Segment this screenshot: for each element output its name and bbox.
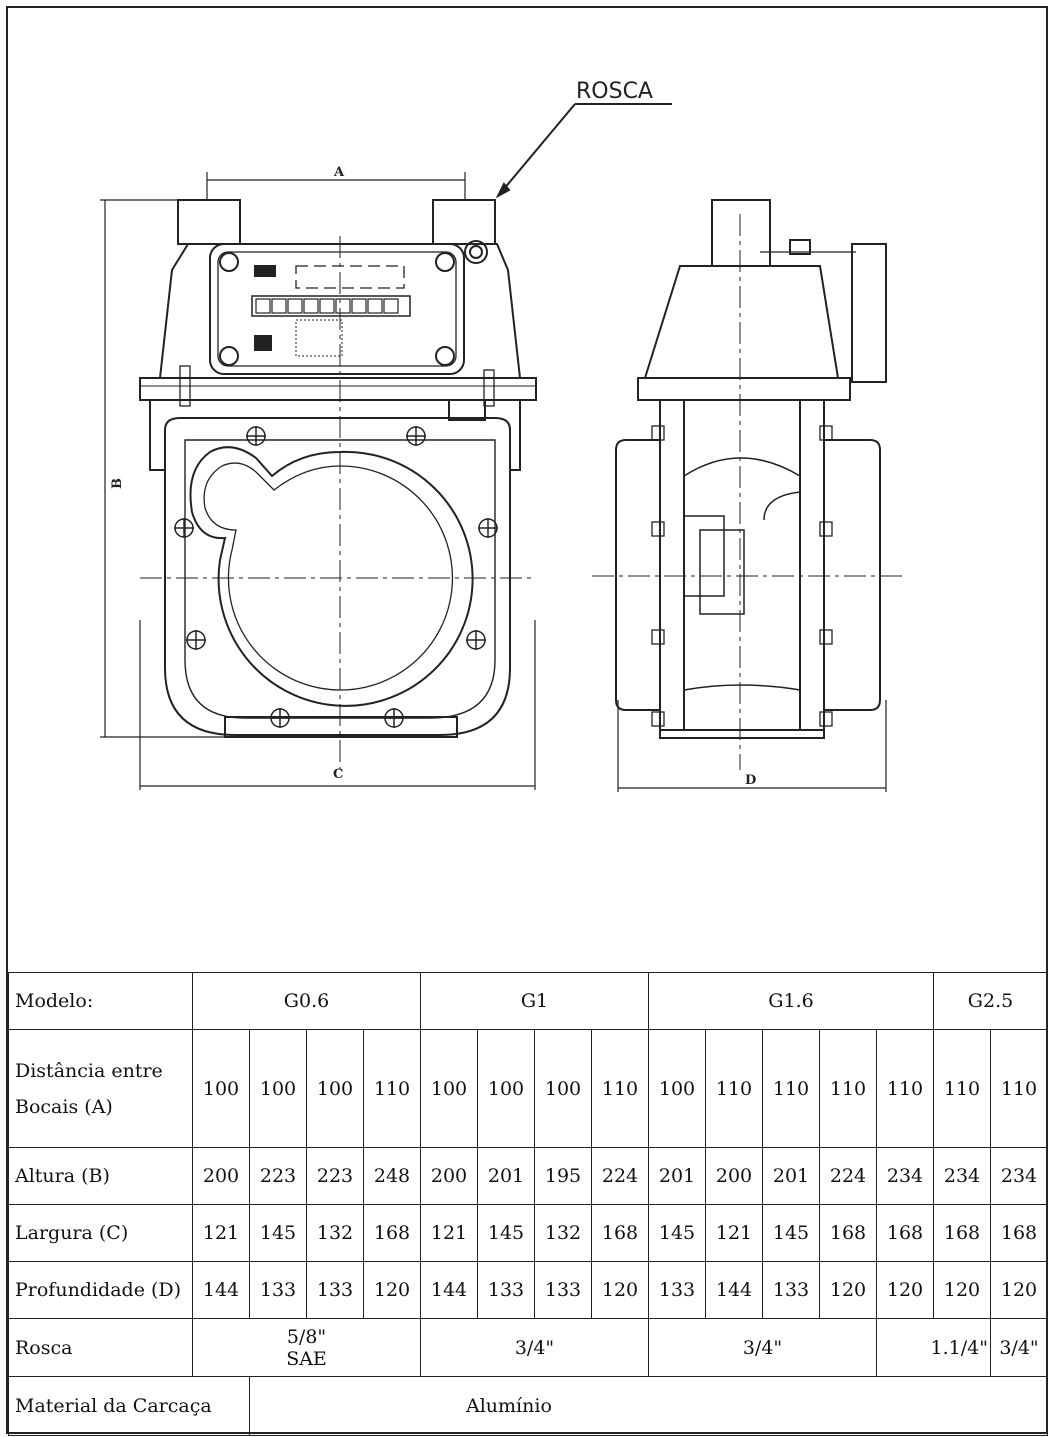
- gas-meter-drawing: ROSCA A B C D: [100, 79, 906, 792]
- dimension-b-label: B: [110, 478, 125, 489]
- table-cell: 100: [249, 1029, 307, 1148]
- row-label-profundidade: Profundidade (D): [8, 1261, 193, 1319]
- rosca-g16: 3/4": [648, 1318, 877, 1377]
- material-value: Alumínio: [249, 1376, 1048, 1436]
- table-cell: 234: [933, 1147, 991, 1205]
- table-cell: 132: [306, 1204, 364, 1262]
- table-cell: 100: [420, 1029, 478, 1148]
- dimension-c-label: C: [333, 767, 343, 782]
- row-label-rosca: Rosca: [8, 1318, 193, 1377]
- table-row: Distância entre Bocais (A) 100 100 100 1…: [8, 1029, 1048, 1148]
- table-cell: 120: [933, 1261, 991, 1319]
- rosca-g25a: 1.1/4": [876, 1318, 991, 1377]
- table-cell: 195: [534, 1147, 592, 1205]
- table-cell: 168: [591, 1204, 649, 1262]
- table-cell: 201: [762, 1147, 820, 1205]
- rosca-callout-label: ROSCA: [576, 79, 653, 104]
- table-row: Largura (C) 121 145 132 168 121 145 132 …: [8, 1204, 1048, 1262]
- row-label-largura: Largura (C): [8, 1204, 193, 1262]
- table-cell: 100: [306, 1029, 364, 1148]
- table-cell: 234: [990, 1147, 1048, 1205]
- table-cell: 133: [648, 1261, 706, 1319]
- table-cell: 120: [819, 1261, 877, 1319]
- model-g25: G2.5: [933, 972, 1048, 1030]
- table-cell: 132: [534, 1204, 592, 1262]
- table-row: Rosca 5/8" SAE 3/4" 3/4" 1.1/4" 3/4": [8, 1318, 1048, 1377]
- table-cell: 120: [876, 1261, 934, 1319]
- table-cell: 145: [477, 1204, 535, 1262]
- table-cell: 144: [705, 1261, 763, 1319]
- rosca-g06-line2: SAE: [286, 1347, 327, 1370]
- table-cell: 168: [876, 1204, 934, 1262]
- table-cell: 168: [933, 1204, 991, 1262]
- table-cell: 110: [363, 1029, 421, 1148]
- table-cell: 110: [990, 1029, 1048, 1148]
- table-cell: 224: [819, 1147, 877, 1205]
- row-label-distancia-line1: Distância entre: [15, 1059, 163, 1082]
- table-cell: 133: [249, 1261, 307, 1319]
- row-label-distancia-line2: Bocais (A): [15, 1095, 113, 1118]
- table-cell: 121: [705, 1204, 763, 1262]
- table-cell: 200: [705, 1147, 763, 1205]
- table-row: Material da Carcaça Alumínio: [8, 1376, 1048, 1436]
- table-cell: 100: [192, 1029, 250, 1148]
- table-cell: 223: [249, 1147, 307, 1205]
- table-cell: 110: [762, 1029, 820, 1148]
- table-cell: 145: [648, 1204, 706, 1262]
- table-cell: 120: [363, 1261, 421, 1319]
- table-cell: 110: [933, 1029, 991, 1148]
- table-cell: 133: [534, 1261, 592, 1319]
- rosca-g06-line1: 5/8": [286, 1325, 327, 1348]
- table-cell: 110: [819, 1029, 877, 1148]
- rosca-g06: 5/8" SAE: [192, 1318, 421, 1377]
- model-g16: G1.6: [648, 972, 934, 1030]
- table-cell: 144: [192, 1261, 250, 1319]
- table-row: Altura (B) 200 223 223 248 200 201 195 2…: [8, 1147, 1048, 1205]
- row-label-material: Material da Carcaça: [8, 1376, 250, 1436]
- row-label-modelo: Modelo:: [8, 972, 193, 1030]
- table-cell: 100: [534, 1029, 592, 1148]
- rosca-g1: 3/4": [420, 1318, 649, 1377]
- table-cell: 110: [591, 1029, 649, 1148]
- table-cell: 224: [591, 1147, 649, 1205]
- table-cell: 248: [363, 1147, 421, 1205]
- table-cell: 120: [591, 1261, 649, 1319]
- specification-table: Modelo: G0.6 G1 G1.6 G2.5 Distância entr…: [8, 972, 1048, 1436]
- table-row: Modelo: G0.6 G1 G1.6 G2.5: [8, 972, 1048, 1030]
- table-row: Profundidade (D) 144 133 133 120 144 133…: [8, 1261, 1048, 1319]
- model-g06: G0.6: [192, 972, 421, 1030]
- table-cell: 121: [420, 1204, 478, 1262]
- table-cell: 133: [306, 1261, 364, 1319]
- table-cell: 168: [819, 1204, 877, 1262]
- row-label-altura: Altura (B): [8, 1147, 193, 1205]
- table-cell: 133: [477, 1261, 535, 1319]
- table-cell: 120: [990, 1261, 1048, 1319]
- table-cell: 201: [648, 1147, 706, 1205]
- row-label-distancia: Distância entre Bocais (A): [8, 1029, 193, 1148]
- table-cell: 168: [363, 1204, 421, 1262]
- model-g1: G1: [420, 972, 649, 1030]
- dimension-a-label: A: [333, 165, 345, 180]
- table-cell: 145: [249, 1204, 307, 1262]
- table-cell: 234: [876, 1147, 934, 1205]
- table-cell: 100: [477, 1029, 535, 1148]
- table-cell: 110: [876, 1029, 934, 1148]
- dimension-d-label: D: [745, 773, 756, 788]
- table-cell: 133: [762, 1261, 820, 1319]
- table-cell: 200: [420, 1147, 478, 1205]
- table-cell: 110: [705, 1029, 763, 1148]
- table-cell: 145: [762, 1204, 820, 1262]
- table-cell: 144: [420, 1261, 478, 1319]
- table-cell: 168: [990, 1204, 1048, 1262]
- table-cell: 100: [648, 1029, 706, 1148]
- table-cell: 121: [192, 1204, 250, 1262]
- table-cell: 223: [306, 1147, 364, 1205]
- table-cell: 201: [477, 1147, 535, 1205]
- rosca-g25b: 3/4": [990, 1318, 1048, 1377]
- table-cell: 200: [192, 1147, 250, 1205]
